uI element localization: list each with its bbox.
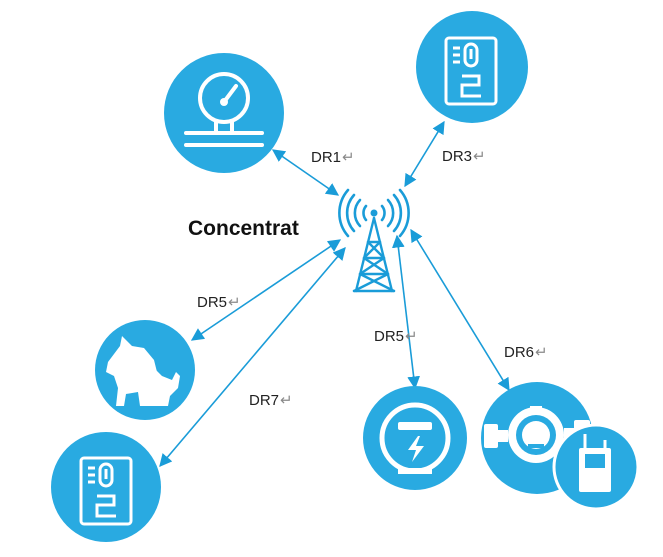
link-dr5-mid <box>391 234 421 390</box>
link-dr5-left <box>190 239 342 341</box>
link-label-dr5-mid: DR5↵ <box>374 327 418 345</box>
electric-meter-icon <box>379 402 451 474</box>
link-label-dr7: DR7↵ <box>249 391 293 409</box>
return-mark: ↵ <box>280 392 293 409</box>
link-label-dr3: DR3↵ <box>442 147 486 165</box>
link-label-text: DR1 <box>311 149 342 166</box>
pressure-gauge-icon <box>184 72 264 147</box>
link-dr1 <box>271 149 340 196</box>
node-pressure-gauge <box>164 53 284 173</box>
node-heat-meter-bottom <box>51 432 161 542</box>
return-mark: ↵ <box>535 344 548 361</box>
link-dr7 <box>159 247 346 467</box>
node-pet <box>95 320 195 420</box>
link-label-text: DR5 <box>197 294 228 311</box>
antenna-tower-icon <box>338 188 410 293</box>
link-label-dr6: DR6↵ <box>504 343 548 361</box>
node-electric-meter <box>363 386 467 490</box>
link-label-text: DR3 <box>442 148 473 165</box>
link-label-dr5-left: DR5↵ <box>197 293 241 311</box>
heat-meter-icon <box>444 36 498 106</box>
dog-cat-icon <box>106 336 180 406</box>
remote-device-icon <box>579 434 611 492</box>
link-dr6 <box>410 228 510 392</box>
return-mark: ↵ <box>473 148 486 165</box>
link-label-text: DR7 <box>249 392 280 409</box>
link-label-text: DR6 <box>504 344 535 361</box>
node-heat-meter-top <box>416 11 528 123</box>
return-mark: ↵ <box>342 149 355 166</box>
link-label-dr1: DR1↵ <box>311 148 355 166</box>
return-mark: ↵ <box>228 294 241 311</box>
return-mark: ↵ <box>405 328 418 345</box>
concentrator-title: Concentrat <box>188 217 299 238</box>
node-remote-device <box>552 423 640 511</box>
link-label-text: DR5 <box>374 328 405 345</box>
link-dr3 <box>404 120 445 188</box>
heat-meter-icon <box>79 456 133 526</box>
